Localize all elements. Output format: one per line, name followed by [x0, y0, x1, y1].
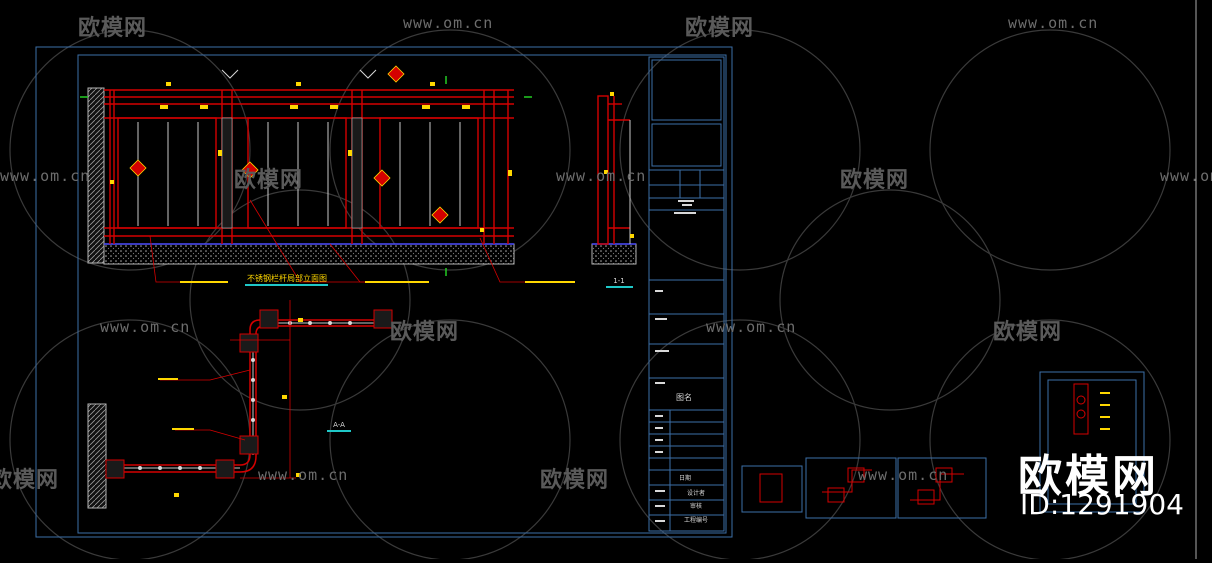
outer-frame: [35, 46, 733, 538]
watermark-url: www.om.cn: [1008, 14, 1099, 32]
detail-callouts: [129, 65, 449, 224]
title-block-review: 审核: [690, 502, 702, 510]
floor-slab: [103, 243, 515, 265]
watermark-brand: 欧模网: [993, 320, 1063, 345]
thumbnail-sheets: [741, 371, 1145, 519]
watermark-brand: 欧模网: [234, 168, 304, 193]
title-block-name-label: 图名: [676, 392, 692, 402]
inner-frame: [77, 54, 727, 534]
watermark-url: www.om.cn: [1160, 167, 1212, 185]
title-block-ticks: [655, 200, 696, 522]
railing-elevation: [80, 65, 575, 283]
brand-badge-id: ID:1291904: [1020, 488, 1184, 521]
watermark-url: www.om.cn: [556, 167, 647, 185]
watermark-circles: [9, 29, 1171, 561]
watermark-url: www.om.cn: [858, 466, 949, 484]
watermark-url: www.om.cn: [0, 167, 91, 185]
railing-plan: [87, 300, 393, 509]
watermark-url: www.om.cn: [100, 318, 191, 336]
title-block-date: 日期: [679, 474, 691, 482]
title-block: [648, 56, 725, 532]
plan-label: A-A: [333, 421, 345, 429]
watermark-url: www.om.cn: [258, 466, 349, 484]
watermark-url: www.om.cn: [706, 318, 797, 336]
left-wall: [87, 87, 105, 264]
watermark-brand: 欧模网: [540, 468, 610, 493]
elevation-markers: [110, 82, 512, 232]
watermark-brand: 欧模网: [78, 16, 148, 41]
section-1-1: [591, 92, 637, 265]
brand-badge-title: 欧模网: [1018, 451, 1159, 502]
elevation-title: 不锈钢栏杆局部立面图: [247, 273, 327, 283]
section-label: 1-1: [613, 277, 624, 285]
title-block-project-no: 工程编号: [684, 516, 708, 524]
watermark-brand: 欧模网: [840, 168, 910, 193]
watermark-brand: 欧模网: [390, 320, 460, 345]
title-block-designer: 设计者: [687, 489, 705, 497]
elevation-title-underline: [245, 284, 328, 286]
watermark-brand: 欧模网: [0, 468, 60, 493]
watermark-url: www.om.cn: [403, 14, 494, 32]
watermark-brand: 欧模网: [685, 16, 755, 41]
thumbnail-content: [759, 383, 1089, 505]
